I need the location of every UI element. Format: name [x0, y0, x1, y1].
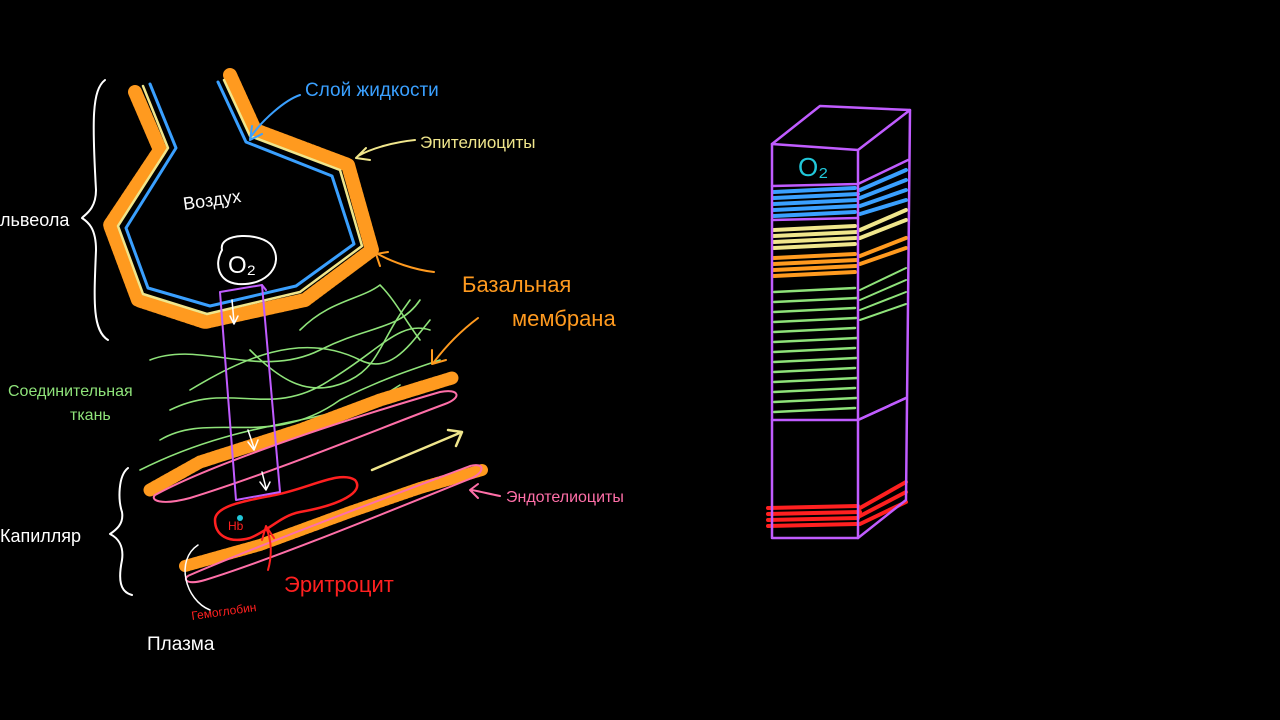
endothelial-pointer — [469, 483, 501, 499]
erythrocyte-pointer — [261, 525, 275, 571]
column-top-face — [770, 104, 912, 152]
diffusion-arrows — [229, 299, 271, 491]
column-divider-1 — [770, 158, 910, 188]
connective-tissue-label-line1: Соединительная — [8, 383, 133, 400]
epithelial-cells-label: Эпителиоциты — [420, 133, 536, 152]
layer-column: O₂ — [766, 104, 912, 540]
column-divider-2 — [770, 216, 860, 222]
erythrocyte-label: Эритроцит — [284, 572, 394, 597]
column-divider-4 — [856, 396, 908, 422]
fluid-layer-outline — [124, 80, 356, 308]
column-side-fluid — [858, 168, 908, 216]
air-label: Воздух — [182, 186, 242, 214]
column-side-face — [856, 108, 912, 540]
column-erythrocyte-layer — [766, 504, 862, 528]
endothelial-cell-lower — [184, 464, 483, 584]
hemoglobin-symbol: Hb — [228, 519, 244, 533]
column-fluid-layer — [772, 186, 860, 218]
diffusion-path — [219, 284, 281, 501]
endothelial-cell-upper — [152, 390, 458, 503]
erythrocyte-cell — [213, 475, 359, 542]
column-oxygen-label: O₂ — [798, 152, 828, 182]
column-side-connective — [859, 267, 907, 321]
alveolus-wall — [103, 68, 379, 329]
column-connective-layer — [772, 286, 859, 414]
basal-membrane-label-line1: Базальная — [462, 272, 571, 297]
plasma-label: Плазма — [147, 634, 215, 655]
capillary-bracket — [109, 467, 133, 596]
capillary-outline — [184, 544, 211, 611]
basal-membrane-pointer-2 — [431, 317, 479, 365]
capillary-label: Капилляр — [0, 526, 81, 546]
fluid-layer-label: Слой жидкости — [305, 80, 439, 101]
basal-membrane-outline — [103, 68, 379, 329]
capillary-basal-membrane-upper — [143, 371, 459, 497]
basal-membrane-label-line2: мембрана — [512, 306, 616, 331]
epithelial-pointer — [355, 139, 416, 161]
epithelium-outline — [116, 78, 364, 316]
blood-flow-arrow — [370, 428, 464, 472]
basal-membrane-pointer-1 — [375, 251, 435, 273]
column-basal-layer — [772, 252, 859, 278]
alveolus-label: львеола — [0, 210, 70, 230]
hemoglobin-dot — [237, 515, 243, 521]
oxygen-label: O₂ — [228, 252, 256, 279]
connective-tissue-label-line2: ткань — [70, 407, 111, 424]
endothelial-cells-label: Эндотелиоциты — [506, 489, 624, 506]
column-side-epithelial — [858, 208, 908, 240]
column-epithelial-layer — [772, 224, 859, 250]
alveolus-bracket — [81, 79, 109, 341]
oxygen-molecule: O₂ — [217, 234, 277, 286]
fluid-layer-pointer — [249, 94, 301, 141]
connective-tissue-fibers — [139, 284, 441, 471]
column-side-basal — [858, 236, 908, 266]
